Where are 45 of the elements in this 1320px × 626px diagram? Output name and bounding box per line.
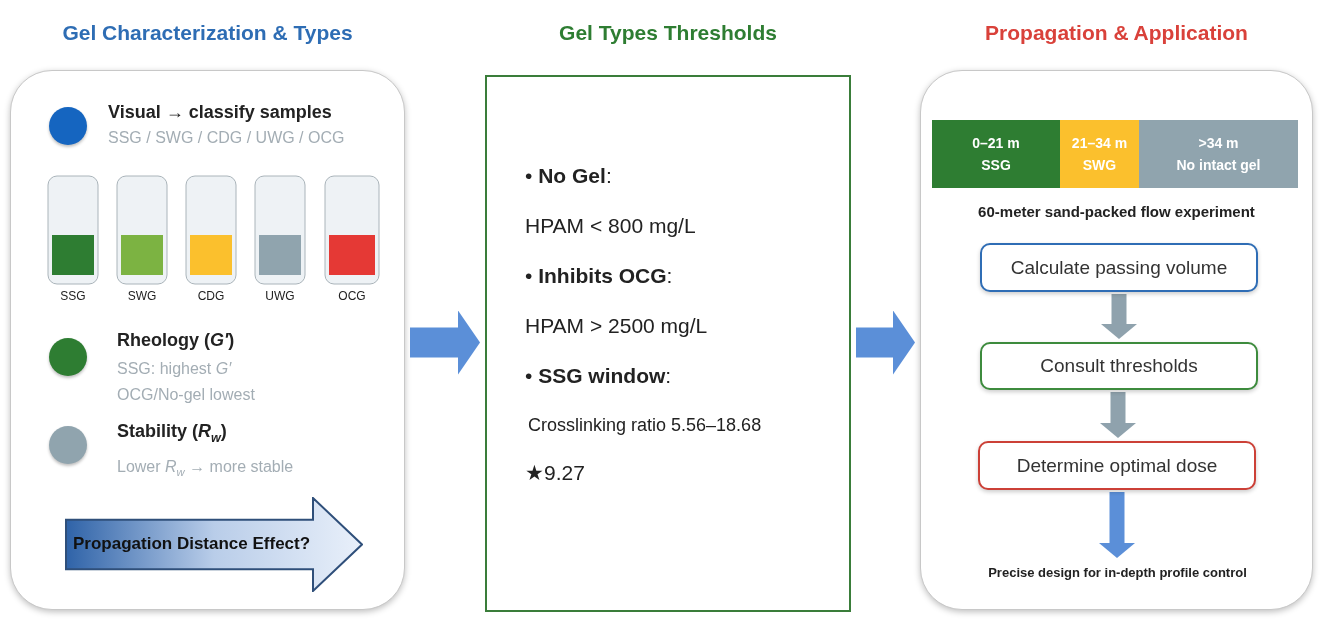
block-arrow (856, 310, 915, 375)
bullet-heading: • Inhibits OCG: (525, 264, 673, 288)
item-subtext: SSG / SWG / CDG / UWG / OCG (108, 129, 345, 147)
vial-label: OCG (337, 289, 367, 303)
vial-label: UWG (264, 289, 296, 303)
segment-label: No intact gel (1176, 156, 1261, 175)
segment-label: 0–21 m (972, 134, 1020, 153)
block-arrow (410, 310, 480, 375)
item-heading: Stability (R$_{w}$) (117, 421, 227, 445)
block-arrow (1099, 492, 1135, 558)
item-subtext: OCG/No-gel lowest (117, 386, 255, 404)
panel-title: Gel Types Thresholds (558, 21, 778, 45)
process-box (978, 441, 1256, 490)
arrow-label: Propagation Distance Effect? (73, 533, 311, 554)
bullet-heading: • SSG window: (525, 364, 672, 388)
threshold-text: Crosslinking ratio 5.56–18.68 (528, 414, 762, 436)
experiment-caption: 60-meter sand-packed flow experiment (977, 202, 1256, 220)
process-box (980, 342, 1258, 390)
optimum-text: ★9.27 (525, 461, 585, 485)
threshold-text: HPAM > 2500 mg/L (525, 314, 708, 338)
step-label: Consult thresholds (1040, 355, 1198, 377)
panel-title: Propagation & Application (984, 21, 1249, 45)
vial-label: SSG (59, 289, 87, 303)
distance-segment (1139, 120, 1298, 188)
block-arrow (1101, 294, 1137, 339)
segment-label: SWG (1082, 156, 1117, 175)
step-label: Determine optimal dose (1016, 454, 1218, 477)
step-label: Calculate passing volume (1010, 256, 1228, 279)
segment-label: SSG (981, 156, 1011, 175)
threshold-text: HPAM < 800 mg/L (525, 214, 696, 238)
segment-label: 21–34 m (1071, 134, 1128, 153)
vial-label: CDG (196, 289, 226, 303)
process-box (980, 243, 1258, 292)
distance-segment (932, 120, 1060, 188)
item-heading: Visual → classify samples (108, 101, 332, 123)
outcome-text: Precise design for in-depth profile control (988, 565, 1247, 580)
item-heading: Rheology (G′) (117, 329, 235, 351)
item-subtext: SSG: highest G′ (117, 360, 232, 378)
vial-label: SWG (126, 289, 158, 303)
panel-title: Gel Characterization & Types (61, 21, 354, 45)
item-subtext: Lower R$_{w}$ → more stable (117, 457, 294, 479)
bullet-heading: • No Gel: (525, 164, 612, 188)
block-arrow (1100, 392, 1136, 438)
distance-segment (1060, 120, 1139, 188)
segment-label: >34 m (1198, 134, 1239, 153)
